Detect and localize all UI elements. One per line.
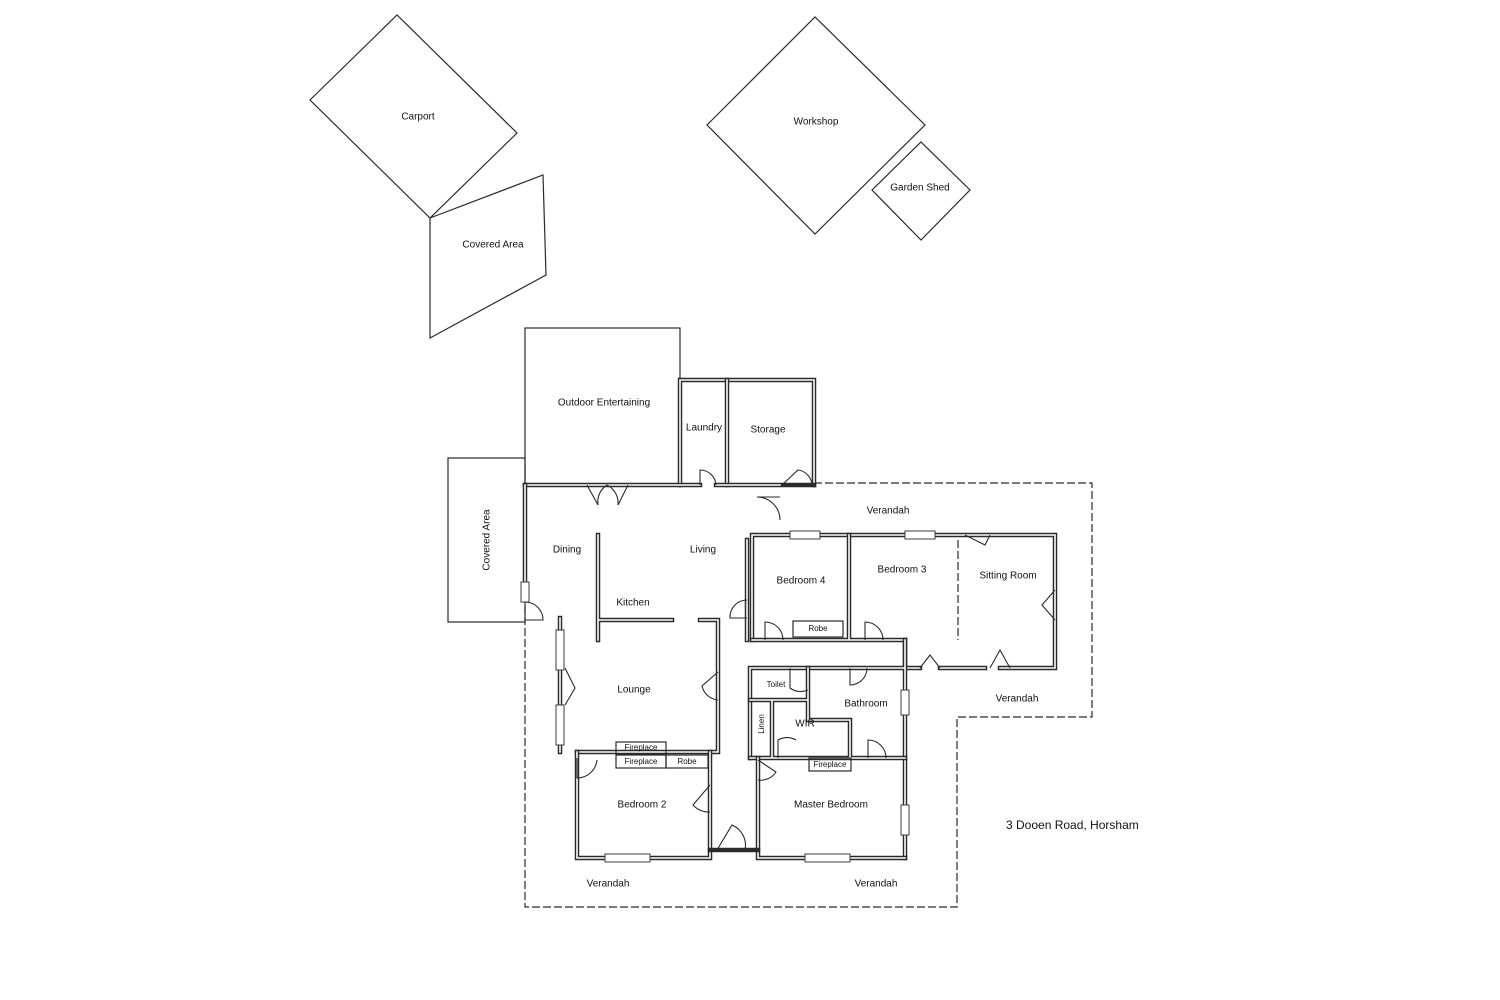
covered-area-top: Covered Area [429,174,547,340]
laundry-label: Laundry [686,423,722,434]
address-label: 3 Dooen Road, Horsham [1006,818,1139,832]
living-label: Living [690,545,716,556]
fireplace-lounge-label: Fireplace [625,743,658,752]
fireplace-master: Fireplace [808,757,852,772]
workshop: Workshop [706,16,926,235]
fireplace-bedroom-2: Fireplace [615,754,667,769]
workshop-label: Workshop [794,117,839,128]
fireplace-lounge: Fireplace [615,741,667,755]
outdoor-entertaining: Outdoor Entertaining [524,327,681,486]
verandah-bottom-left-label: Verandah [587,879,630,890]
robe-bedroom-2: Robe [665,754,709,769]
kitchen-label: Kitchen [616,598,649,609]
bedroom-3-label: Bedroom 3 [878,565,927,576]
sitting-room-label: Sitting Room [979,571,1036,582]
verandah-top-label: Verandah [867,506,910,517]
garden-shed-label: Garden Shed [890,183,950,194]
covered-area-side-label: Covered Area [482,509,493,571]
wir-label: WIR [795,719,814,730]
fireplace-bedroom-2-label: Fireplace [625,757,658,766]
bedroom-4-label: Bedroom 4 [777,576,826,587]
verandah-right-label: Verandah [996,694,1039,705]
dining-label: Dining [553,545,581,556]
verandah-bottom-right-label: Verandah [855,879,898,890]
carport-label: Carport [401,112,435,123]
robe-bedroom-4-label: Robe [808,624,828,633]
garden-shed: Garden Shed [871,141,971,241]
robe-bedroom-2-label: Robe [677,757,697,766]
outdoor-entertaining-label: Outdoor Entertaining [558,398,650,409]
verandah-outline [524,482,1093,908]
carport: Carport [309,14,518,219]
bathroom-label: Bathroom [844,699,887,710]
doors [524,469,1056,851]
exterior-walls [522,377,1058,861]
storage-label: Storage [750,425,785,436]
fireplace-master-label: Fireplace [814,760,847,769]
bedroom-2-label: Bedroom 2 [618,800,667,811]
toilet-label: Toilet [767,680,786,689]
covered-area-side: Covered Area [447,457,526,623]
lounge-label: Lounge [617,685,651,696]
windows [520,530,936,863]
robe-bedroom-4: Robe [792,620,844,638]
linen-label: Linen [757,714,766,734]
covered-area-top-label: Covered Area [462,240,524,251]
master-bedroom-label: Master Bedroom [794,800,868,811]
